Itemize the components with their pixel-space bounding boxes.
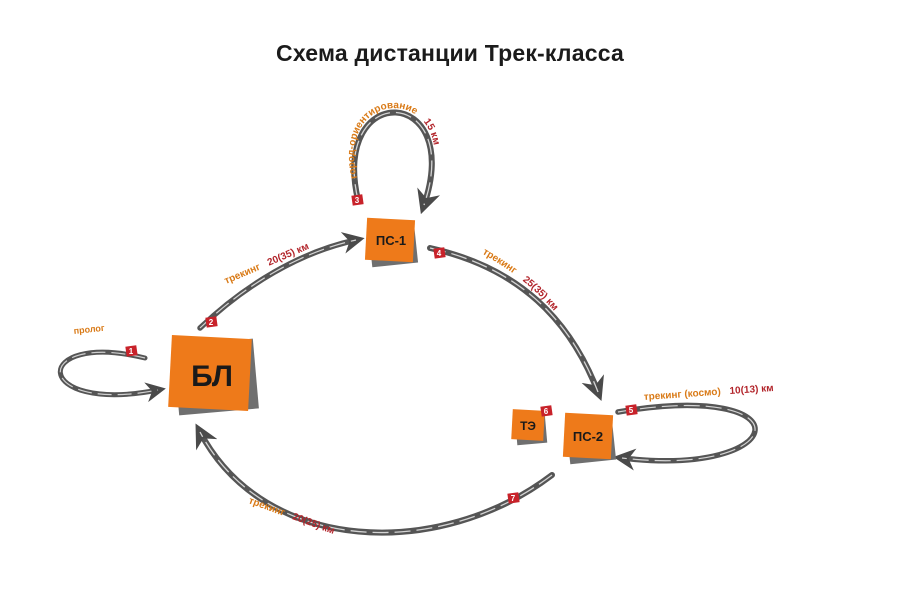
badge-5: 5 — [625, 404, 638, 416]
leg-prolog-label: пролог — [73, 323, 105, 336]
leg4-label: трекинг 25(35) км — [481, 247, 561, 313]
node-te: ТЭ — [511, 409, 548, 446]
arrow-leg7 — [195, 423, 555, 536]
node-bl-label: БЛ — [191, 360, 233, 393]
badge-4: 4 — [433, 247, 446, 259]
arrow-prolog — [57, 349, 166, 403]
route-arrows — [57, 109, 758, 536]
svg-text:трекинг 20(35) км: трекинг 20(35) км — [223, 241, 311, 287]
leg-labels: пролог трекинг 20(35) км город-ориентиро… — [73, 100, 774, 537]
leg2-label: трекинг 20(35) км — [223, 241, 311, 287]
arrow-leg5 — [613, 402, 758, 471]
leg5-dist: 10(13) км — [729, 383, 774, 397]
leg5-name: трекинг (космо) — [643, 387, 721, 403]
leg7-name: трекинг — [247, 495, 286, 518]
svg-text:1: 1 — [129, 347, 134, 356]
node-ps2: ПС-2 — [562, 412, 617, 465]
node-bl: БЛ — [168, 334, 259, 416]
svg-text:5: 5 — [629, 406, 634, 415]
arrow-leg2 — [197, 232, 365, 331]
node-ps2-label: ПС-2 — [573, 429, 603, 444]
arrow-leg3 — [351, 109, 441, 215]
svg-text:7: 7 — [511, 494, 516, 503]
node-ps1: ПС-1 — [364, 217, 419, 268]
leg5-label: трекинг (космо) 10(13) км — [643, 383, 773, 403]
badge-2: 2 — [205, 316, 218, 328]
badge-1: 1 — [125, 345, 138, 357]
badge-6: 6 — [540, 405, 553, 417]
arrow-leg4 — [427, 245, 604, 401]
leg3-name: город-ориентирование — [346, 100, 420, 180]
node-te-label: ТЭ — [520, 419, 536, 433]
svg-text:6: 6 — [544, 407, 549, 416]
svg-text:2: 2 — [209, 318, 214, 327]
badges: 1 2 3 4 5 6 7 — [125, 194, 638, 504]
leg7-dist: 20(25) км — [291, 511, 336, 536]
svg-text:4: 4 — [437, 249, 442, 258]
svg-text:3: 3 — [355, 196, 360, 205]
node-ps1-label: ПС-1 — [376, 233, 406, 248]
badge-7: 7 — [507, 492, 520, 504]
badge-3: 3 — [351, 194, 364, 206]
diagram-title: Схема дистанции Трек-класса — [276, 40, 624, 66]
svg-text:трекинг (космо) 10(13): трекинг (космо) 10(13) км — [643, 383, 773, 403]
